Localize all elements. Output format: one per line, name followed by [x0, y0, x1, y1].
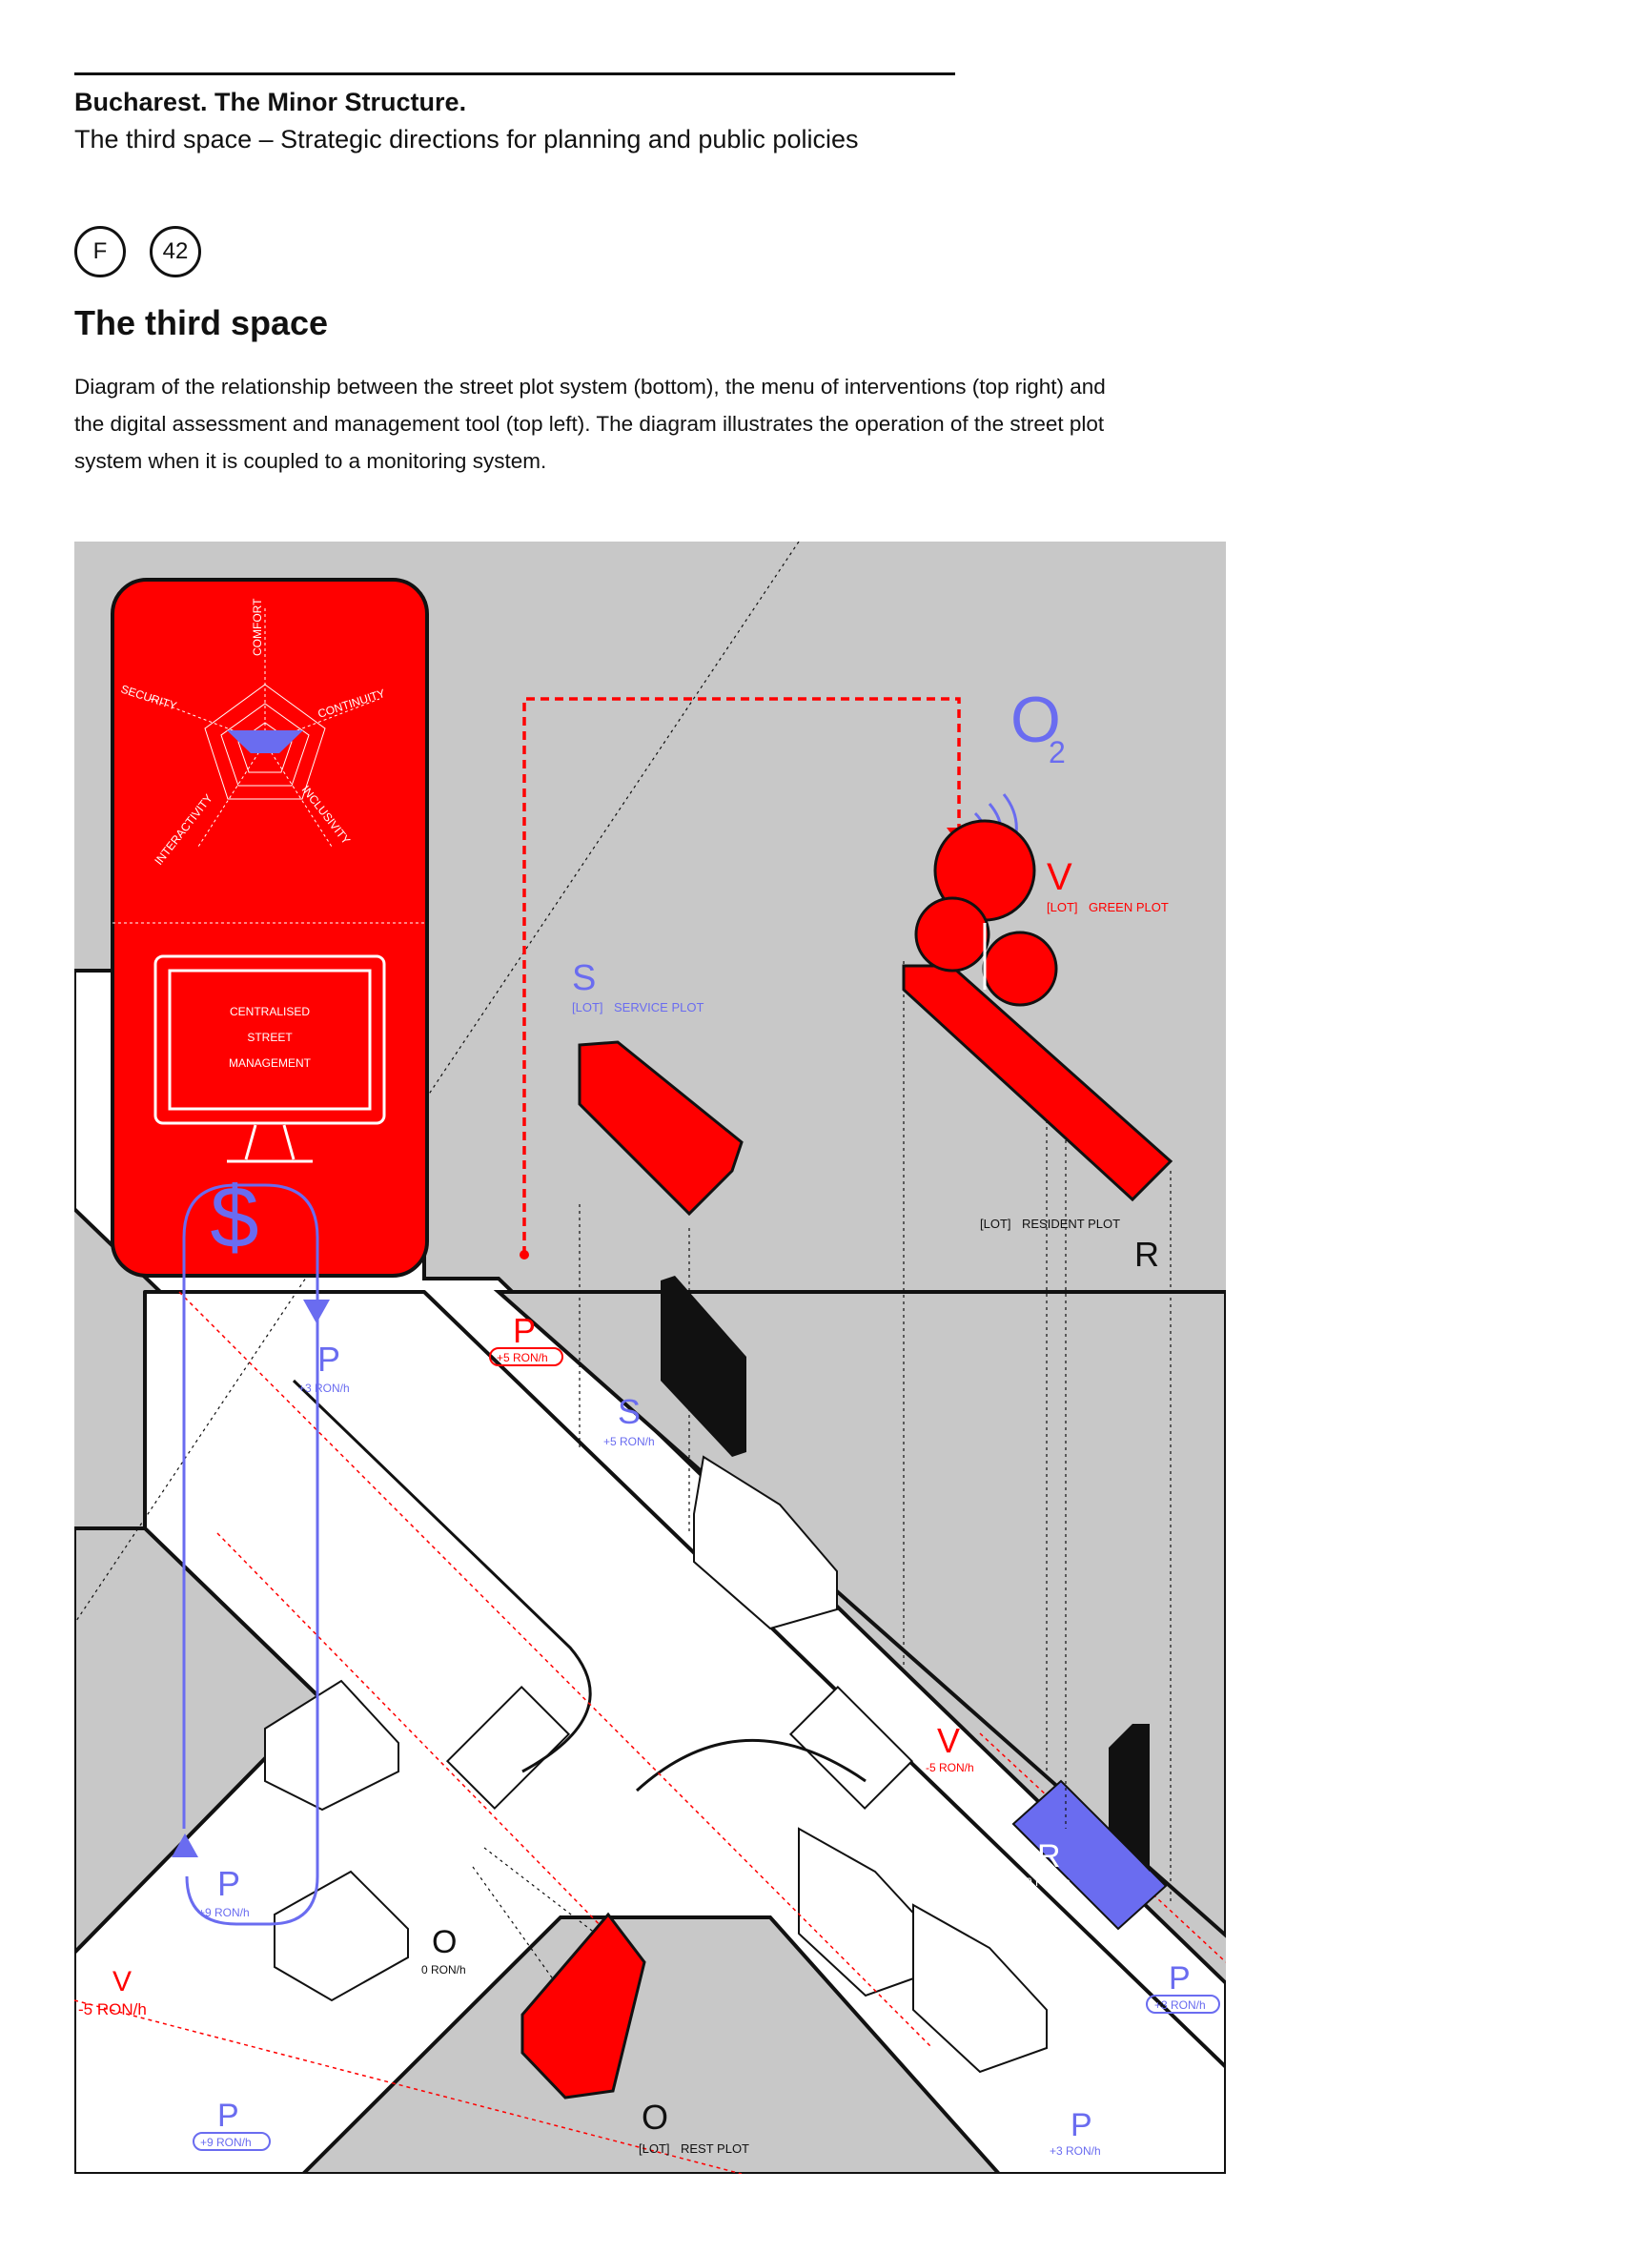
rest-plot-model: [520, 1912, 646, 2099]
svg-text:[LOT]: [LOT]: [980, 1217, 1011, 1231]
resident-plot-label: [LOT] RESIDENT PLOT: [980, 1217, 1120, 1231]
rest-plot-label: [LOT] REST PLOT: [639, 2141, 749, 2156]
svg-text:[LOT]: [LOT]: [1047, 900, 1078, 914]
svg-text:P: P: [1169, 1960, 1191, 1997]
svg-text:GREEN PLOT: GREEN PLOT: [1089, 900, 1169, 914]
svg-text:S: S: [618, 1392, 641, 1431]
figure-title: The third space: [74, 303, 329, 342]
resident-plot-highlight: [1011, 1779, 1168, 1931]
street-label-v-left: V -5 RON/h: [78, 1966, 147, 2018]
street-label-o: O 0 RON/h: [421, 1924, 466, 1976]
car-1: [693, 1455, 838, 1630]
street-label-r: R 0 RON/h: [1026, 1838, 1071, 1889]
svg-text:P: P: [217, 1864, 240, 1903]
money-loop-arrow-up: [172, 1833, 198, 1857]
street-label-s: S +5 RON/h: [603, 1392, 655, 1448]
svg-text:P: P: [1071, 2107, 1092, 2143]
figure-caption: Diagram of the relationship between the …: [74, 375, 1106, 473]
doorway-2: [1109, 1724, 1150, 1872]
svg-text:P: P: [217, 2098, 239, 2134]
currency-icon: $: [210, 1169, 258, 1266]
street-label-p-right: P +3 RON/h: [1146, 1960, 1220, 2014]
third-space-diagram: COMFORT CONTINUITY INCLUSIVITY INTERACTI…: [72, 541, 1228, 2179]
car-5: [912, 1903, 1048, 2074]
section-badge: F: [74, 226, 126, 277]
svg-text:[LOT]: [LOT]: [572, 1000, 603, 1014]
svg-text:0 RON/h: 0 RON/h: [1026, 1875, 1071, 1889]
green-plot-letter: V: [1047, 856, 1072, 898]
rest-plot-letter: O: [642, 2098, 668, 2137]
service-plot-letter: S: [572, 958, 596, 998]
service-plot-model: [578, 1040, 744, 1217]
svg-text:R: R: [1037, 1838, 1061, 1874]
svg-text:+3 RON/h: +3 RON/h: [298, 1382, 350, 1395]
svg-text:+9 RON/h: +9 RON/h: [200, 2136, 252, 2149]
svg-text:2: 2: [1049, 735, 1066, 769]
svg-text:SERVICE PLOT: SERVICE PLOT: [614, 1000, 704, 1014]
oxygen-label: O 2: [1010, 684, 1066, 769]
projection-lines: [73, 541, 1172, 2001]
svg-text:V: V: [112, 1966, 132, 1997]
svg-text:0 RON/h: 0 RON/h: [421, 1963, 466, 1976]
street-label-v-right: V -5 RON/h: [926, 1721, 974, 1774]
street-label-p1: P +3 RON/h: [298, 1340, 350, 1395]
red-route-origin: [520, 1250, 529, 1260]
svg-text:O: O: [1010, 684, 1061, 756]
car-2: [264, 1679, 399, 1812]
svg-text:+5 RON/h: +5 RON/h: [603, 1435, 655, 1448]
svg-text:-5 RON/h: -5 RON/h: [78, 2000, 147, 2018]
svg-text:+3 RON/h: +3 RON/h: [1050, 2144, 1101, 2158]
svg-text:O: O: [432, 1924, 457, 1960]
median-curb-right: [635, 1738, 867, 1792]
svg-text:+9 RON/h: +9 RON/h: [198, 1906, 250, 1919]
street-label-p-bottom-right: P +3 RON/h: [1050, 2107, 1101, 2158]
money-loop: [182, 1183, 319, 1926]
radar-axis-comfort: COMFORT: [251, 598, 264, 656]
street-label-p-bottom-left: P +9 RON/h: [193, 2098, 271, 2151]
management-panel: [111, 578, 429, 1278]
median-curb-left: [292, 1379, 592, 1773]
money-loop-arrow-down: [303, 1300, 330, 1323]
monitor-line-2: STREET: [247, 1031, 293, 1044]
monitor-line-1: CENTRALISED: [230, 1005, 310, 1018]
car-3: [274, 1870, 409, 2002]
service-plot-label: [LOT] SERVICE PLOT: [572, 1000, 704, 1014]
svg-text:+5 RON/h: +5 RON/h: [497, 1351, 548, 1364]
document-subtitle: The third space – Strategic directions f…: [74, 125, 859, 154]
green-plot-label: [LOT] GREEN PLOT: [1047, 900, 1169, 914]
resident-plot-letter: R: [1134, 1235, 1159, 1274]
svg-text:[LOT]: [LOT]: [639, 2141, 670, 2156]
page-number-badge: 42: [150, 226, 201, 277]
svg-text:P: P: [317, 1340, 340, 1379]
radar-value-area: [227, 730, 303, 753]
svg-text:P: P: [513, 1311, 536, 1350]
green-plot-model: [902, 819, 1173, 1202]
svg-text:+3 RON/h: +3 RON/h: [1154, 1998, 1206, 2012]
building-blocks: [72, 1290, 1228, 2176]
svg-text:REST PLOT: REST PLOT: [681, 2141, 749, 2156]
street-label-p-red: P +5 RON/h: [489, 1311, 563, 1366]
header-rule: [74, 72, 955, 75]
monitor-icon: [153, 954, 386, 1163]
svg-text:-5 RON/h: -5 RON/h: [926, 1761, 974, 1774]
cars: [264, 1455, 1048, 2074]
street-label-p-left: P +9 RON/h: [198, 1864, 250, 1919]
crosswalks: [445, 1685, 914, 1811]
monitor-line-3: MANAGEMENT: [229, 1056, 312, 1070]
doorway-1: [661, 1276, 746, 1457]
svg-text:V: V: [937, 1721, 960, 1760]
svg-text:RESIDENT PLOT: RESIDENT PLOT: [1022, 1217, 1120, 1231]
red-route: [522, 697, 961, 1255]
document-title: Bucharest. The Minor Structure.: [74, 88, 467, 116]
